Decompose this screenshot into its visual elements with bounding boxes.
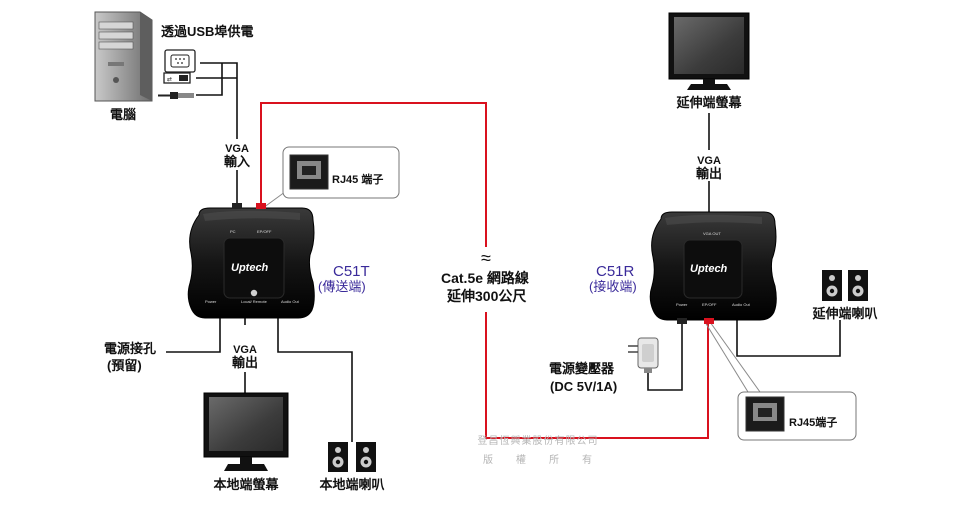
local-speaker-label: 本地端喇叭	[319, 477, 384, 492]
transmitter-port-power: Power	[205, 299, 217, 304]
transmitter-vga-in-label: VGA 輸入	[224, 143, 250, 169]
svg-text:輸出: 輸出	[696, 166, 722, 181]
audio-plug-icon	[158, 92, 194, 99]
power-adapter-label: 電源變壓器 (DC 5V/1A)	[549, 361, 617, 394]
svg-text:VGA: VGA	[233, 344, 257, 356]
computer-label: 電腦	[110, 107, 136, 122]
local-speaker-icon	[328, 442, 376, 472]
network-cable-line	[260, 102, 709, 439]
usb-plug-icon: ⇄	[163, 72, 191, 84]
svg-text:VGA: VGA	[697, 155, 721, 167]
cable-break-symbol: ≈	[481, 248, 491, 268]
svg-text:電源變壓器: 電源變壓器	[549, 361, 615, 376]
remote-monitor-label: 延伸端螢幕	[675, 95, 742, 110]
receiver-port-rj45: EP/OFF	[702, 302, 717, 307]
transmitter-port-pc: PC	[230, 229, 236, 234]
svg-text:VGA: VGA	[225, 143, 249, 155]
receiver-port-vga: VGA OUT	[703, 231, 721, 236]
usb-power-label: 透過USB埠供電	[161, 24, 253, 39]
vga-plug-icon	[164, 49, 196, 73]
transmitter-vga-out-label: VGA 輸出	[232, 344, 258, 370]
rj45-callout-receiver: RJ45端子	[737, 391, 857, 441]
svg-text:輸出: 輸出	[232, 355, 258, 370]
rj45-callout-transmitter: RJ45 端子	[282, 146, 400, 199]
receiver-vga-out-label: VGA 輸出	[696, 155, 722, 181]
signal-lines	[166, 62, 841, 442]
receiver-port-power: Power	[676, 302, 688, 307]
receiver-port-audio: Audio Out	[732, 302, 751, 307]
transmitter-port-mode: Local/ Remote	[241, 299, 268, 304]
receiver-model-desc: (接收端)	[589, 279, 637, 294]
svg-text:電源接孔: 電源接孔	[104, 341, 156, 356]
remote-monitor-icon	[668, 12, 750, 90]
svg-text:輸入: 輸入	[224, 154, 250, 169]
transmitter-brand: Uptech	[231, 262, 269, 274]
power-adapter-icon	[628, 337, 659, 373]
svg-text:(DC 5V/1A): (DC 5V/1A)	[550, 379, 617, 394]
local-monitor-label: 本地端螢幕	[213, 477, 279, 492]
remote-speaker-icon	[822, 270, 868, 301]
transmitter-port-audio: Audio Out	[281, 299, 300, 304]
svg-text:(預留): (預留)	[107, 358, 142, 373]
rj45-callout-label: RJ45 端子	[332, 172, 383, 186]
cable-type-label: Cat.5e 網路線	[441, 270, 529, 286]
receiver-model: C51R	[596, 263, 635, 280]
power-jack-label: 電源接孔 (預留)	[104, 341, 156, 373]
svg-text:⇄: ⇄	[167, 76, 172, 83]
transmitter-model: C51T	[333, 263, 370, 280]
computer-tower	[94, 11, 153, 102]
transmitter-unit: Uptech PC EP/OFF Power Local/ Remote Aud…	[187, 203, 315, 319]
receiver-unit: Uptech VGA OUT Power EP/OFF Audio Out	[649, 211, 777, 324]
transmitter-port-rj45: EP/OFF	[257, 229, 272, 234]
cable-length-label: 延伸300公尺	[446, 288, 526, 304]
watermark-copyright: 版 權 所 有	[483, 453, 593, 466]
local-monitor-icon	[203, 392, 289, 471]
watermark-company: 登昌恆興業股份有限公司	[478, 434, 599, 447]
transmitter-model-desc: (傳送端)	[318, 279, 366, 294]
rj45-callout-receiver-label: RJ45端子	[789, 415, 837, 429]
remote-speaker-label: 延伸端喇叭	[811, 306, 877, 321]
receiver-brand: Uptech	[690, 263, 728, 275]
